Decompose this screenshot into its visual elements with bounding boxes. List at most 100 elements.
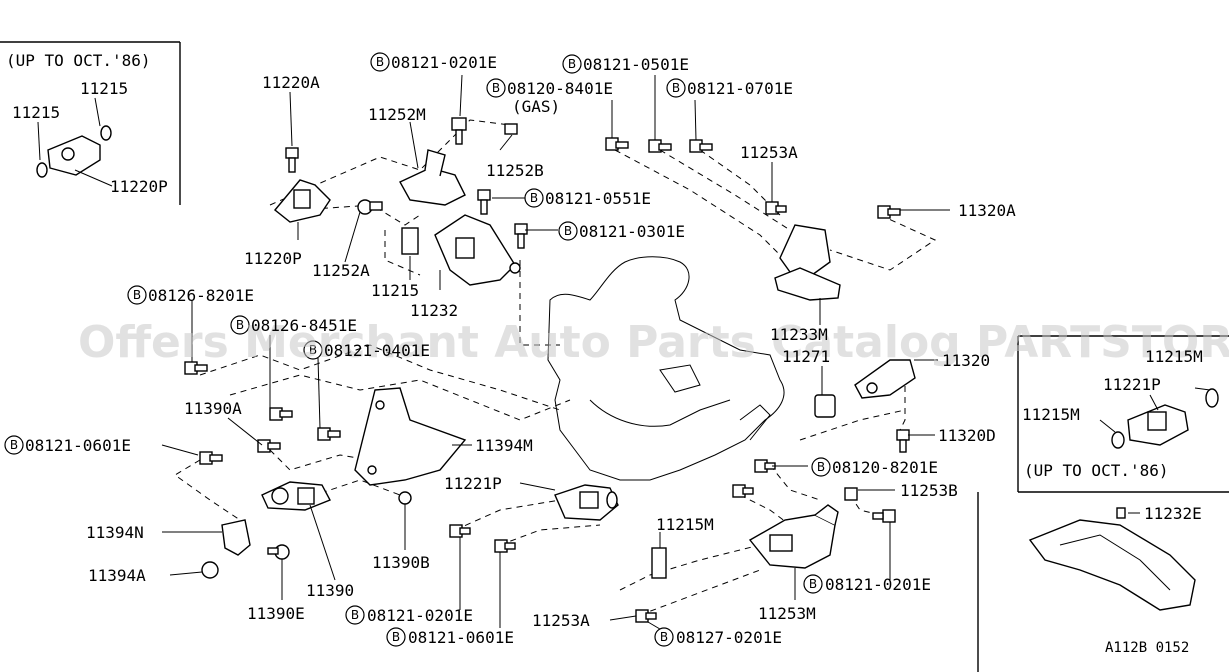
bolt-symbol-letter: B (564, 224, 572, 238)
label-08121-0301E: 08121-0301E (579, 222, 685, 241)
bolt-symbol (654, 627, 674, 647)
label-11271: 11271 (782, 347, 830, 366)
bolt-symbol-letter: B (568, 57, 576, 71)
label-08121-0601E: 08121-0601E (25, 436, 131, 455)
inset-right-mount-insulator (1111, 388, 1219, 449)
engine-outline (547, 256, 785, 481)
label-11215M: 11215M (656, 515, 714, 534)
bolt-symbol-letter: B (392, 630, 400, 644)
label-11252A: 11252A (312, 261, 370, 280)
bolt-symbol (803, 574, 823, 594)
label-11252M: 11252M (368, 105, 426, 124)
bolt-symbol (303, 340, 323, 360)
label-11232: 11232 (410, 301, 458, 320)
front-mount-bracket-11220P (274, 179, 331, 223)
label-11390B: 11390B (372, 553, 430, 572)
bolt-symbol (524, 188, 544, 208)
label-08127-0201E: 08127-0201E (676, 628, 782, 647)
inset-left-label: 11215 (12, 103, 60, 122)
bolt-11252A (357, 199, 383, 215)
inset-bottom-label: 11232E (1144, 504, 1202, 523)
bolt-11320D (896, 429, 910, 453)
label-08120-8201E: 08120-8201E (832, 458, 938, 477)
bolt-symbol (666, 78, 686, 98)
label-11253B: 11253B (900, 481, 958, 500)
bolt-11394A (201, 561, 219, 579)
label-11320: 11320 (942, 351, 990, 370)
label-08126-8451E: 08126-8451E (251, 316, 357, 335)
bolt-symbol-letter: B (817, 460, 825, 474)
label-gas: (GAS) (512, 97, 560, 116)
label-08126-8201E: 08126-8201E (148, 286, 254, 305)
nut-11390B (398, 491, 412, 505)
bolt-symbol-letter: B (809, 577, 817, 591)
rear-bracket-11232 (434, 214, 521, 286)
label-11394A: 11394A (88, 566, 146, 585)
bolt-symbol (230, 315, 250, 335)
bolt-symbol-letter: B (309, 343, 317, 357)
label-08121-0201E-b: 08121-0201E (367, 606, 473, 625)
bolt-symbol (386, 627, 406, 647)
label-11394N: 11394N (86, 523, 144, 542)
inset-left-label: 11215 (80, 79, 128, 98)
inset-left-label: 11220P (110, 177, 168, 196)
bolt-symbol-letter: B (660, 630, 668, 644)
label-11253M: 11253M (758, 604, 816, 623)
left-side-bolts (184, 361, 341, 465)
label-08121-0401E: 08121-0401E (324, 341, 430, 360)
inset-right-label: 11221P (1103, 375, 1161, 394)
insulator-11215M (651, 547, 667, 579)
bolt-symbol (486, 78, 506, 98)
assembly-dashed-lines (174, 119, 937, 616)
label-08121-0701E: 08121-0701E (687, 79, 793, 98)
bolt-symbol (345, 605, 365, 625)
inset-left-frame (0, 41, 181, 205)
label-11253A-bottom: 11253A (532, 611, 590, 630)
bolt-symbol-letter: B (10, 438, 18, 452)
label-08121-0501E: 08121-0501E (583, 55, 689, 74)
label-11394M: 11394M (475, 436, 533, 455)
inset-right-label: 11215M (1022, 405, 1080, 424)
insulator-11215 (401, 227, 419, 255)
label-08121-0601E-b: 08121-0601E (408, 628, 514, 647)
label-11221P: 11221P (444, 474, 502, 493)
label-11320A: 11320A (958, 201, 1016, 220)
rear-bracket-11253M (748, 504, 839, 569)
bolt-symbol (558, 221, 578, 241)
label-08121-0201E: 08121-0201E (391, 53, 497, 72)
lower-bolts (449, 459, 896, 623)
label-11390E: 11390E (247, 604, 305, 623)
bracket-11394M (354, 387, 467, 486)
bolt-symbol-letter: B (376, 55, 384, 69)
bolt-symbol (4, 435, 24, 455)
label-11252B: 11252B (486, 161, 544, 180)
bolt-symbol (127, 285, 147, 305)
bolt-symbol-letter: B (133, 288, 141, 302)
label-11253A-top: 11253A (740, 143, 798, 162)
bolt-symbol-circles: B B B B B B B B B B B B B B B (4, 52, 831, 647)
inset-right-note: (UP TO OCT.'86) (1024, 461, 1169, 480)
bolt-symbol (811, 457, 831, 477)
rear-mount-bracket-11253A (774, 224, 841, 301)
label-08121-0201E-c: 08121-0201E (825, 575, 931, 594)
inset-left-note: (UP TO OCT.'86) (6, 51, 151, 70)
bolt-symbol-letter: B (351, 608, 359, 622)
bolt-11390E (267, 544, 290, 560)
inset-right-label: 11215M (1145, 347, 1203, 366)
label-11320D: 11320D (938, 426, 996, 445)
stopper-11271 (814, 394, 836, 418)
watermark-text: Offers Merchant Auto Parts Catalog PARTS… (78, 317, 1229, 368)
bolt-symbol-letter: B (492, 81, 500, 95)
inset-right-frame (977, 335, 1229, 672)
leader-lines (37, 74, 1211, 633)
bolt-symbol-letter: B (530, 191, 538, 205)
label-11390: 11390 (306, 581, 354, 600)
label-11215: 11215 (371, 281, 419, 300)
bolt-symbol (370, 52, 390, 72)
mount-11221P (554, 484, 619, 521)
front-mount-11390 (261, 481, 331, 511)
bolt-11220A (285, 147, 299, 173)
inset-bottom-cover-11232E (1028, 507, 1196, 611)
bolt-symbol (562, 54, 582, 74)
